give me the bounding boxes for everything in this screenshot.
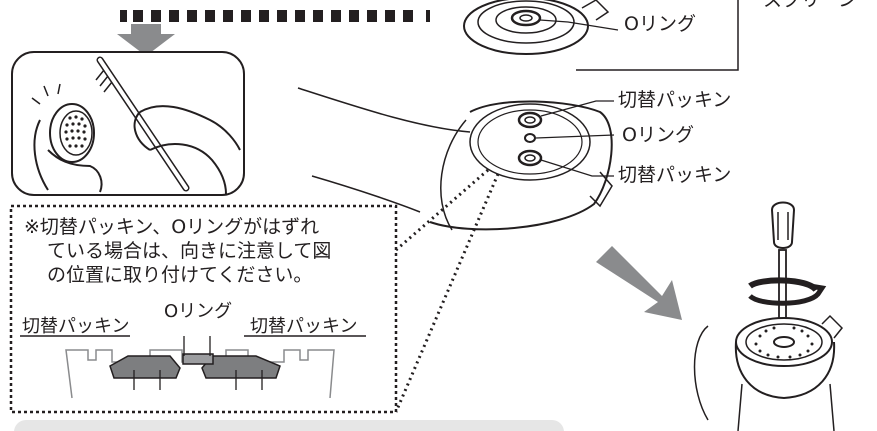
reinstall-note: ※切替パッキン、Oリングがはずれ ている場合は、向きに注意して図 の位置に取り付… [24,215,331,287]
cross-section [20,335,366,399]
note-line-2: ている場合は、向きに注意して図 [47,240,332,262]
packing-lower-label: 切替パッキン [618,164,732,186]
note-box [9,204,398,414]
down-arrow-icon [117,24,175,56]
dotted-callout [394,168,500,413]
toothbrush-icon [95,56,190,192]
note-line-3: の位置に取り付けてください。 [47,264,313,286]
hint-bar [14,420,564,431]
oring-mid-label: Oリング [622,124,694,146]
screen-label: スクリーン [763,0,858,11]
screwdriver-illustration [693,201,844,431]
diagonal-arrow-icon [596,246,682,320]
oring-top-label: Oリング [624,13,696,35]
cross-section-oring-label: Oリング [164,301,233,322]
shower-handle-body [297,87,613,231]
dashed-flow-line [120,10,430,22]
leader-lines [535,100,615,177]
note-line-1: ※切替パッキン、Oリングがはずれ [24,216,320,238]
screen-unit-icon [463,0,619,55]
cross-section-packing-left-label: 切替パッキン [22,316,130,337]
screen-disc-icon [49,103,95,163]
cleaning-inset [11,51,245,196]
packing-upper-label: 切替パッキン [618,89,732,111]
bracket-line [576,0,739,71]
cross-section-packing-right-label: 切替パッキン [250,316,358,337]
